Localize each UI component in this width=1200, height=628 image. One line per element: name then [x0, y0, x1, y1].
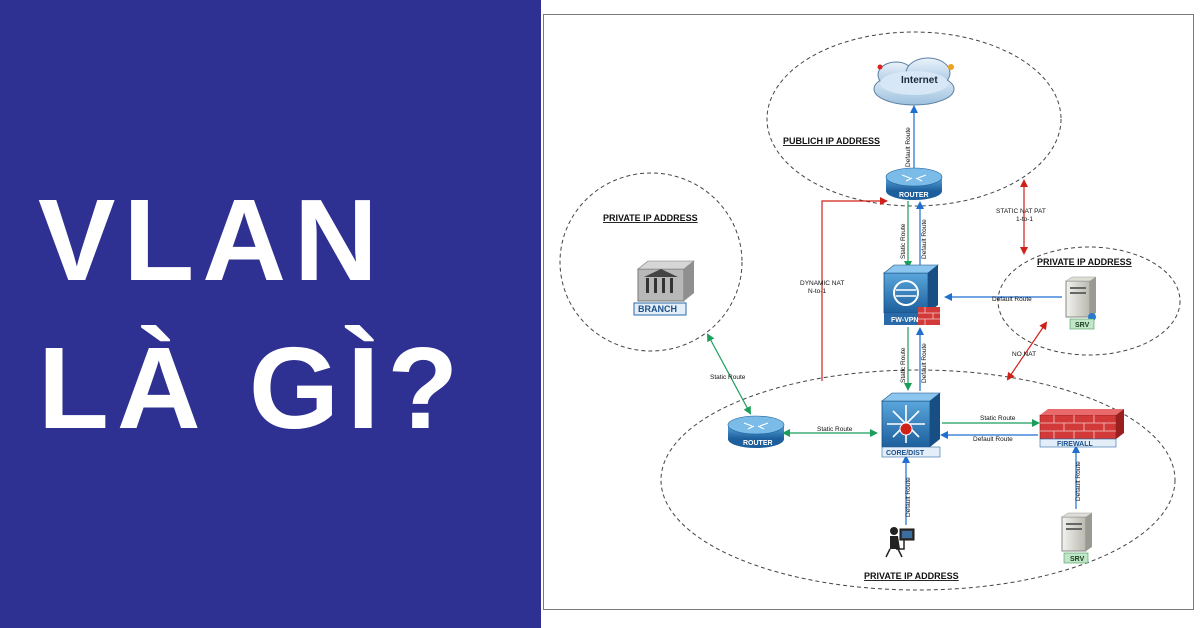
server-bottom-icon	[1061, 512, 1093, 564]
server-top-label: SRV	[1075, 322, 1090, 329]
headline-line-1: VLAN	[38, 175, 386, 305]
network-diagram-canvas: PRIVATE IP ADDRESS PUBLICH IP ADDRESS PR…	[559, 31, 1181, 591]
link-dynamic-nat	[821, 197, 888, 381]
network-diagram: PRIVATE IP ADDRESS PUBLICH IP ADDRESS PR…	[543, 14, 1194, 610]
label-static-route-fwvpn-top: Static Route	[900, 223, 907, 259]
link-branch-router	[707, 333, 751, 415]
server-bottom-label: SRV	[1070, 556, 1085, 563]
firewall-icon	[1039, 409, 1124, 448]
label-default-route-internet: Default Route	[905, 127, 912, 167]
fw-vpn-icon	[883, 264, 940, 325]
fw-vpn-label: FW-VPN	[891, 317, 918, 324]
headline-line-2: LÀ GÌ?	[38, 323, 467, 453]
label-default-route-core-top: Default Route	[921, 343, 928, 383]
link-no-nat	[1006, 321, 1048, 381]
label-default-route-pc: Default Route	[905, 477, 912, 517]
internet-cloud-icon	[873, 57, 955, 106]
server-top-icon	[1065, 276, 1097, 330]
zone-public	[766, 31, 1062, 207]
zone-campus-title: PRIVATE IP ADDRESS	[864, 571, 959, 581]
branch-building-icon	[633, 260, 695, 316]
label-default-route-srv-bottom: Default Route	[1075, 461, 1082, 501]
label-static-nat-pat-ratio: 1-to-1	[1016, 216, 1033, 223]
zone-branch-title: PRIVATE IP ADDRESS	[603, 213, 698, 223]
zone-server	[997, 246, 1181, 356]
label-static-route-router-core: Static Route	[817, 426, 853, 433]
zone-branch	[559, 172, 743, 352]
label-default-route-firewall: Default Route	[973, 436, 1013, 443]
internet-label: Internet	[901, 75, 938, 86]
zone-campus	[660, 369, 1176, 591]
label-static-route-firewall: Static Route	[980, 415, 1016, 422]
core-switch-icon	[881, 392, 941, 458]
label-static-nat-pat: STATIC NAT PAT	[996, 208, 1046, 215]
label-dynamic-nat-ratio: N-to-1	[808, 288, 826, 295]
campus-router-label: ROUTER	[743, 440, 773, 447]
pc-user-icon	[885, 527, 915, 558]
label-no-nat: NO NAT	[1012, 351, 1036, 358]
label-static-route-branch: Static Route	[710, 374, 746, 381]
zone-public-title: PUBLICH IP ADDRESS	[783, 136, 880, 146]
label-default-route-srv-top: Default Route	[992, 296, 1032, 303]
core-switch-label: CORE/DIST	[886, 450, 925, 457]
campus-router-icon	[727, 415, 785, 448]
title-panel: VLAN LÀ GÌ?	[0, 0, 541, 628]
firewall-label: FIREWALL	[1057, 441, 1093, 448]
label-dynamic-nat: DYNAMIC NAT	[800, 280, 844, 287]
label-static-route-core-top: Static Route	[900, 347, 907, 383]
label-default-route-fwvpn-top: Default Route	[921, 219, 928, 259]
zone-server-title: PRIVATE IP ADDRESS	[1037, 257, 1132, 267]
branch-label: BRANCH	[638, 304, 677, 314]
edge-router-icon	[885, 167, 943, 200]
edge-router-label: ROUTER	[899, 192, 929, 199]
